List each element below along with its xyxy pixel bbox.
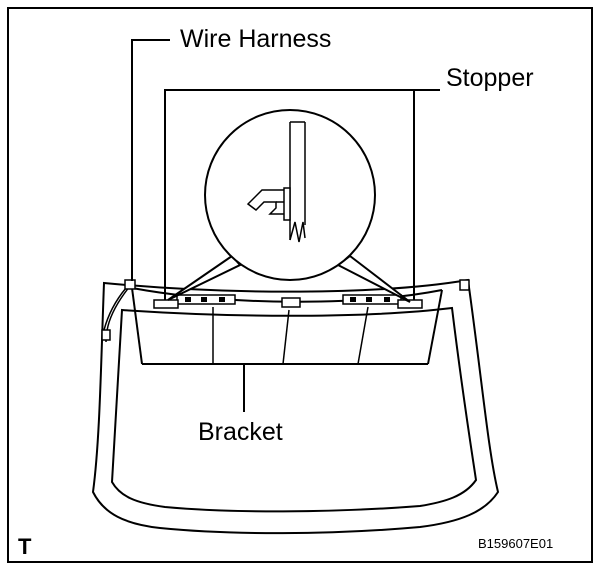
wire-harness [101,279,136,343]
right-clip [459,279,470,291]
corner-mark: T [18,534,32,559]
label-bracket: Bracket [198,418,283,446]
figure-frame [7,7,593,563]
figure-code: B159607E01 [478,536,553,551]
label-stopper: Stopper [446,64,534,92]
stopper-detail-drawing [246,121,306,243]
label-wire-harness: Wire Harness [180,25,331,53]
leader-lines [131,39,440,412]
bracket-assembly [131,287,443,365]
windshield-glass [91,278,500,535]
